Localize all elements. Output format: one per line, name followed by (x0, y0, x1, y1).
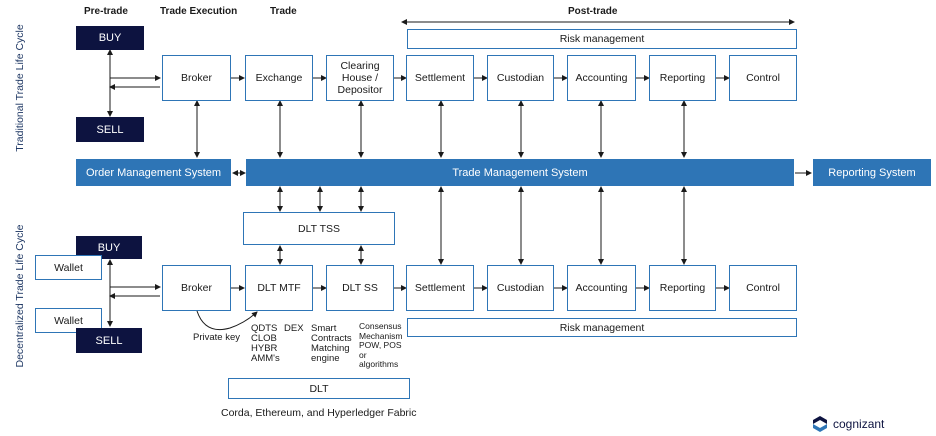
trad-reporting-box: Reporting (649, 55, 716, 101)
dec-dlt-mtf-box: DLT MTF (245, 265, 313, 311)
trad-broker-box: Broker (162, 55, 231, 101)
dec-dlt-ss-box: DLT SS (326, 265, 394, 311)
trad-sell-button[interactable]: SELL (76, 117, 144, 142)
dec-accounting-box: Accounting (567, 265, 636, 311)
dec-buy-button[interactable]: BUY (76, 236, 142, 259)
trad-clearing-box: Clearing House / Depositor (326, 55, 394, 101)
header-trade-execution: Trade Execution (160, 6, 238, 17)
dlt-tss-box: DLT TSS (243, 212, 395, 245)
header-trade: Trade (270, 6, 297, 17)
cognizant-wordmark: cognizant (833, 417, 885, 431)
smart-contracts-note: Smart Contracts Matching engine (311, 323, 352, 364)
dec-risk-management-bar: Risk management (407, 318, 797, 337)
dec-control-box: Control (729, 265, 797, 311)
cognizant-logo: cognizant (811, 415, 884, 433)
header-post-trade: Post-trade (568, 6, 618, 17)
trad-custodian-box: Custodian (487, 55, 554, 101)
private-key-label: Private key (193, 332, 240, 343)
dlt-platforms-text: Corda, Ethereum, and Hyperledger Fabric (221, 407, 417, 419)
trad-control-box: Control (729, 55, 797, 101)
dex-label: DEX (284, 323, 304, 334)
dec-sell-button[interactable]: SELL (76, 328, 142, 353)
reporting-system: Reporting System (813, 159, 931, 186)
mtf-mechanisms-note: QDTS CLOB HYBR AMM's (251, 323, 280, 364)
header-pre-trade: Pre-trade (84, 6, 128, 17)
trad-buy-button[interactable]: BUY (76, 26, 144, 50)
trade-management-system: Trade Management System (246, 159, 794, 186)
trad-risk-management-bar: Risk management (407, 29, 797, 49)
order-management-system: Order Management System (76, 159, 231, 186)
dec-settlement-box: Settlement (406, 265, 474, 311)
dec-reporting-box: Reporting (649, 265, 716, 311)
cognizant-mark-icon (813, 416, 827, 432)
trad-accounting-box: Accounting (567, 55, 636, 101)
dec-wallet-top: Wallet (35, 255, 102, 280)
dec-custodian-box: Custodian (487, 265, 554, 311)
trad-settlement-box: Settlement (406, 55, 474, 101)
dec-broker-box: Broker (162, 265, 231, 311)
trad-exchange-box: Exchange (245, 55, 313, 101)
dlt-bar: DLT (228, 378, 410, 399)
consensus-note: Consensus Mechanism POW, POS or algorith… (359, 321, 403, 369)
